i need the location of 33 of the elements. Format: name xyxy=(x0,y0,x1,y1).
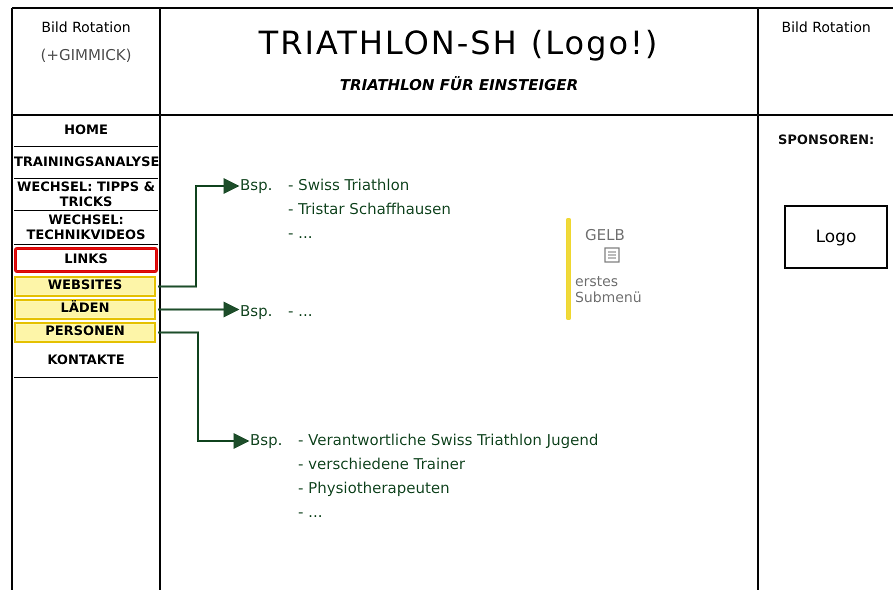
menu-item: LÄDEN xyxy=(14,299,156,320)
example-prefix: Bsp. xyxy=(250,431,282,449)
submenu-note: erstes Submenü xyxy=(575,274,643,306)
list-item: - Verantwortliche Swiss Triathlon Jugend xyxy=(298,431,598,449)
arrow xyxy=(158,178,240,288)
site-title: TRIATHLON-SH (Logo!) xyxy=(258,24,660,62)
menu-item: LINKS xyxy=(14,247,158,273)
menu-item: WECHSEL: TECHNIKVIDEOS xyxy=(14,213,158,245)
example-prefix: Bsp. xyxy=(240,302,272,320)
menu-item: PERSONEN xyxy=(14,322,156,343)
list-item: - Swiss Triathlon xyxy=(288,176,410,194)
gimmick-note: (+GIMMICK) xyxy=(40,46,132,64)
menu-item: WECHSEL: TIPPS & TRICKS xyxy=(14,181,158,211)
list-item: - Physiotherapeuten xyxy=(298,479,450,497)
list-item: - ... xyxy=(288,302,312,320)
list-item: - ... xyxy=(298,503,322,521)
sponsor-heading: SPONSOREN: xyxy=(778,133,874,148)
arrow xyxy=(158,332,250,449)
placeholder-text: Logo xyxy=(816,227,856,247)
example-prefix: Bsp. xyxy=(240,176,272,194)
menu-item: TRAININGSANALYSE xyxy=(14,149,158,179)
menu-item: HOME xyxy=(14,117,158,147)
image-rotation-note: Bild Rotation xyxy=(41,20,131,36)
menu-item: KONTAKTE xyxy=(14,346,158,378)
placeholder-box xyxy=(784,205,888,269)
color-note: GELB xyxy=(585,226,625,244)
image-rotation-note: Bild Rotation xyxy=(782,20,872,36)
site-subtitle: TRIATHLON FÜR EINSTEIGER xyxy=(338,76,580,94)
list-item: - verschiedene Trainer xyxy=(298,455,466,473)
list-item: - ... xyxy=(288,224,312,242)
arrow xyxy=(158,302,240,318)
list-item: - Tristar Schaffhausen xyxy=(288,200,451,218)
menu-item: WEBSITES xyxy=(14,276,156,297)
